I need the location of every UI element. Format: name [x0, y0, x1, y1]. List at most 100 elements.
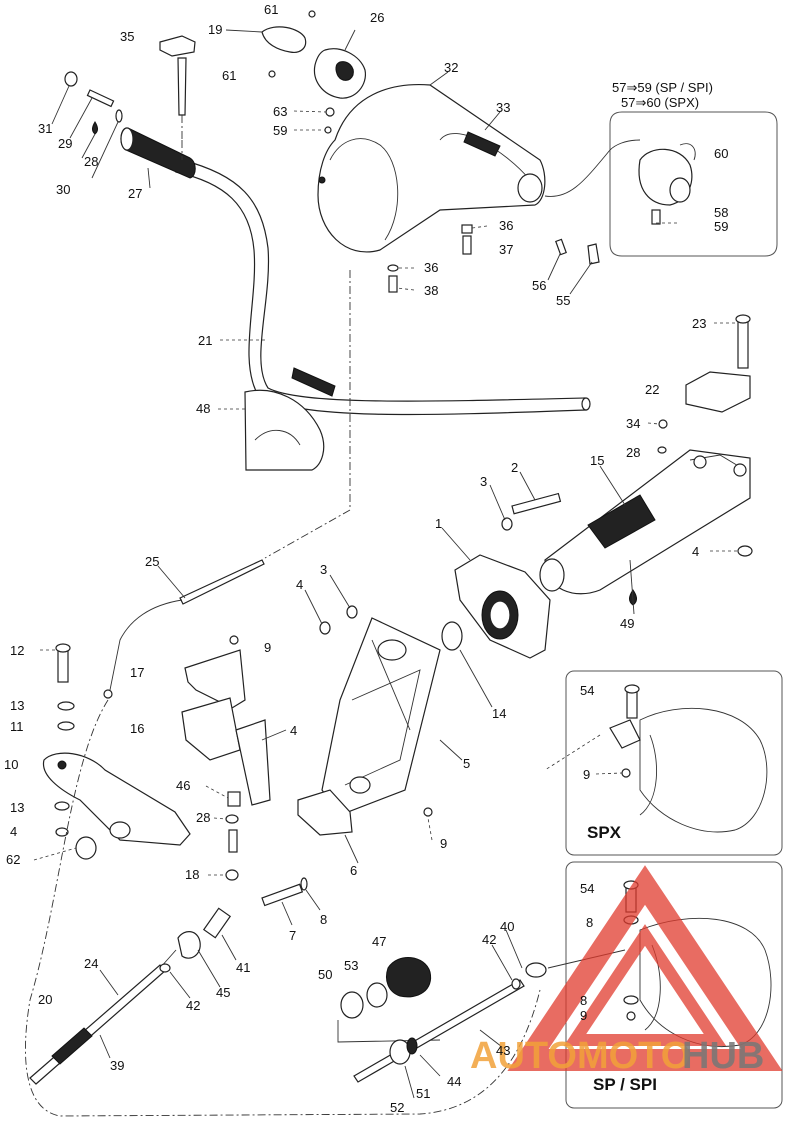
note-line-2: 57⇒60 (SPX) — [621, 95, 699, 110]
cable-25 — [103, 559, 265, 699]
watermark-logo: AUTOMOTO HUB — [470, 865, 783, 1077]
washer-36b — [387, 264, 399, 272]
part-label: 7 — [289, 928, 296, 943]
washer-3b — [346, 605, 358, 619]
screw-34 — [658, 419, 668, 429]
part-label: 28 — [626, 445, 640, 460]
bolt-23 — [737, 317, 749, 369]
part-label: 21 — [198, 333, 212, 348]
part-label: 58 — [714, 205, 728, 220]
part-label: 1 — [435, 516, 442, 531]
cable-44 — [353, 979, 525, 1083]
screw-61 — [308, 10, 316, 18]
screw-56 — [555, 238, 567, 256]
part-label: 30 — [56, 182, 70, 197]
part-label: 8 — [320, 912, 327, 927]
part-label: 2 — [511, 460, 518, 475]
link-4c — [235, 719, 271, 806]
bracket-17 — [184, 649, 246, 709]
inset-frame-57-60 — [609, 111, 778, 257]
part-label: 44 — [447, 1074, 461, 1089]
part-label: 16 — [130, 721, 144, 736]
bolt-12 — [57, 647, 69, 683]
part-label: 18 — [185, 867, 199, 882]
cable-39 — [29, 949, 177, 1085]
drop-28 — [92, 121, 98, 135]
part-label: 23 — [692, 316, 706, 331]
washer-13a — [57, 701, 75, 711]
inset-title-sp-spi: SP / SPI — [593, 1075, 657, 1094]
watermark-text-a: AUTOMOTO — [470, 1035, 690, 1077]
nut-9a — [229, 635, 239, 645]
clip-55 — [587, 243, 600, 265]
nut-42b — [159, 963, 171, 973]
part-label: 27 — [128, 186, 142, 201]
part-label: 11 — [10, 719, 24, 734]
washer-13b — [54, 801, 70, 811]
washer-50 — [340, 991, 364, 1019]
part-label: 52 — [390, 1100, 404, 1115]
watermark-text-b: HUB — [682, 1035, 764, 1077]
nut-4a — [737, 545, 753, 557]
part-label: 54 — [580, 683, 594, 698]
lever-10 — [42, 752, 191, 846]
bracket-16 — [181, 697, 241, 761]
bolt-46 — [227, 791, 241, 807]
part-label: 34 — [626, 416, 640, 431]
screw-36a — [461, 224, 473, 234]
part-label: 61 — [222, 68, 236, 83]
part-label: 3 — [480, 474, 487, 489]
part-label: 5 — [463, 756, 470, 771]
part-label: 9 — [440, 836, 447, 851]
washer-8a — [300, 877, 308, 891]
part-label: 8 — [586, 915, 593, 930]
part-label: 20 — [38, 992, 52, 1007]
part-label: 8 — [580, 993, 587, 1008]
nut-63 — [325, 107, 335, 117]
screw-59a — [324, 126, 332, 134]
part-label: 15 — [590, 453, 604, 468]
part-label: 42 — [482, 932, 496, 947]
part-label: 46 — [176, 778, 190, 793]
washer-11 — [57, 721, 75, 731]
part-label: 10 — [4, 757, 18, 772]
part-label: 4 — [290, 723, 297, 738]
part-label: 9 — [580, 1008, 587, 1023]
part-label: 17 — [130, 665, 144, 680]
part-label: 35 — [120, 29, 134, 44]
part-label: 56 — [532, 278, 546, 293]
nut-18 — [225, 869, 239, 881]
bushing-53 — [366, 982, 388, 1008]
part-label: 9 — [583, 767, 590, 782]
part-label: 3 — [320, 562, 327, 577]
part-label: 22 — [645, 382, 659, 397]
housing-47 — [386, 957, 432, 998]
part-label: 53 — [344, 958, 358, 973]
nut-42a — [511, 978, 521, 990]
part-label: 62 — [6, 852, 20, 867]
cover-26-inner — [335, 61, 354, 81]
part-label: 33 — [496, 100, 510, 115]
part-label: 51 — [416, 1086, 430, 1101]
part-label: 13 — [10, 800, 24, 815]
part-label: 28 — [84, 154, 98, 169]
part-label: 59 — [714, 219, 728, 234]
washer-28b — [657, 446, 667, 454]
part-label: 13 — [10, 698, 24, 713]
part-label: 45 — [216, 985, 230, 1000]
bolt-2 — [511, 492, 562, 515]
part-label: 60 — [714, 146, 728, 161]
handlebar-21 — [175, 159, 591, 416]
part-label: 29 — [58, 136, 72, 151]
part-label: 42 — [186, 998, 200, 1013]
part-labels: 61 19 26 35 61 32 31 29 28 30 27 63 59 3… — [4, 2, 728, 1115]
part-label: 41 — [236, 960, 250, 975]
part-label: 25 — [145, 554, 159, 569]
part-label: 32 — [444, 60, 458, 75]
part-label: 59 — [273, 123, 287, 138]
nut-4b — [319, 621, 331, 635]
part-label: 54 — [580, 881, 594, 896]
spacer — [228, 829, 238, 853]
switch-19 — [261, 26, 307, 53]
part-label: 43 — [496, 1043, 510, 1058]
